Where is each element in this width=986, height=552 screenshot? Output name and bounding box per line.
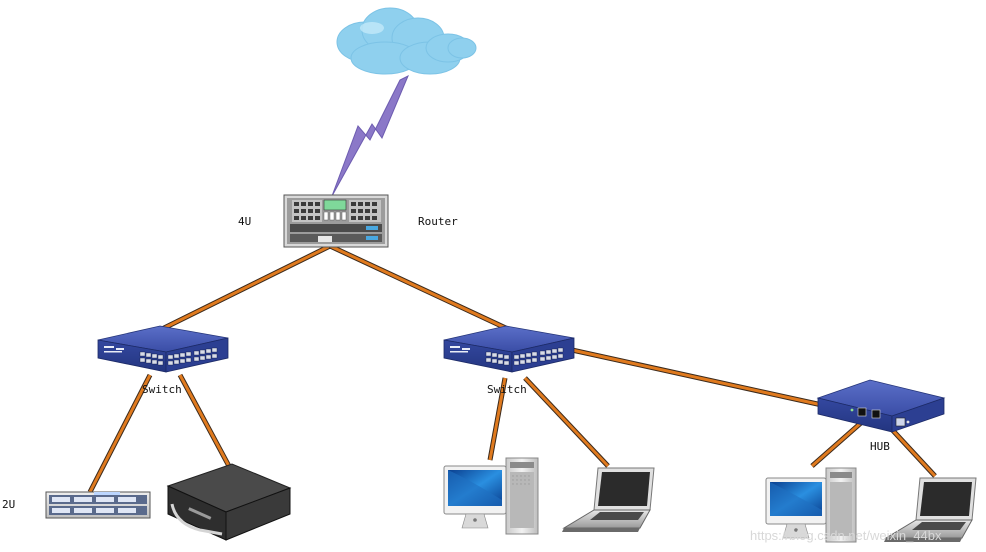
cable-left-switch-to-server bbox=[87, 373, 153, 494]
right-switch-icon bbox=[443, 325, 575, 373]
router-label: Router bbox=[418, 215, 458, 228]
cable-switch-to-hub bbox=[571, 347, 823, 408]
desktop-computer-icon bbox=[166, 463, 292, 541]
left-switch-icon bbox=[97, 325, 229, 373]
hub-label: HUB bbox=[870, 440, 890, 453]
server-rack-2u-icon bbox=[45, 491, 151, 519]
cable-right-switch-to-workstation bbox=[487, 377, 508, 461]
cables bbox=[87, 243, 937, 494]
workstation-icon bbox=[765, 467, 857, 543]
hub-icon bbox=[816, 379, 946, 433]
workstation-icon bbox=[443, 457, 539, 535]
internet-cloud-icon bbox=[336, 7, 477, 75]
cable-right-switch-to-laptop bbox=[523, 376, 610, 468]
wan-lightning-icon bbox=[331, 74, 409, 197]
right-switch-label: Switch bbox=[487, 383, 527, 396]
laptop-icon bbox=[884, 477, 977, 542]
laptop-icon bbox=[562, 467, 655, 532]
router-icon bbox=[283, 194, 389, 248]
cable-router-to-left-switch bbox=[158, 243, 332, 333]
router-size-label: 4U bbox=[238, 215, 251, 228]
cable-hub-to-workstation bbox=[810, 420, 864, 468]
server-size-label: 2U bbox=[2, 498, 15, 511]
left-switch-label: Switch bbox=[142, 383, 182, 396]
cable-router-to-right-switch bbox=[328, 243, 512, 333]
watermark-text: https://blog.csdn.net/weixin_44bx bbox=[750, 528, 942, 543]
cable-left-switch-to-desktop bbox=[177, 373, 233, 470]
